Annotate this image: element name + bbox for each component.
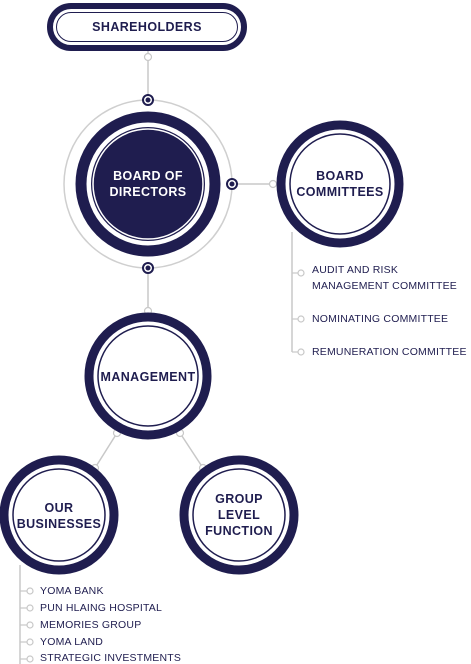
connector-node xyxy=(268,179,278,189)
list-item: YOMA BANK xyxy=(40,585,104,597)
list-item: MEMORIES GROUP xyxy=(40,619,142,631)
list-item: REMUNERATION COMMITTEE xyxy=(312,346,467,358)
list-bullet xyxy=(297,348,305,356)
shareholders-box: SHAREHOLDERS xyxy=(47,3,247,51)
board-line-1: BOARD OF xyxy=(113,169,183,183)
list-item: YOMA LAND xyxy=(40,636,104,648)
group-level-function-circle xyxy=(179,455,299,575)
group-level-function-node: GROUP LEVEL FUNCTION xyxy=(189,490,289,540)
board-committees-node: BOARD COMMITTEES xyxy=(285,160,395,208)
connector-node xyxy=(143,52,153,62)
committees-line-1: BOARD xyxy=(316,169,364,183)
management-node: MANAGEMENT xyxy=(93,366,203,388)
connector-dot xyxy=(145,265,151,271)
group-line-3: FUNCTION xyxy=(205,524,273,538)
list-bullet xyxy=(297,315,305,323)
board-of-directors-node: BOARD OF DIRECTORS xyxy=(88,160,208,208)
list-item: PUN HLAING HOSPITAL xyxy=(40,602,163,614)
list-item: AUDIT AND RISK xyxy=(312,264,399,276)
list-item: STRATEGIC INVESTMENTS xyxy=(40,652,182,664)
board-line-2: DIRECTORS xyxy=(109,185,187,199)
connector-management-businesses xyxy=(94,432,118,469)
board-committees-circle xyxy=(276,120,404,248)
our-businesses-node: OUR BUSINESSES xyxy=(9,499,109,533)
businesses-line-1: OUR xyxy=(44,501,74,515)
management-label: MANAGEMENT xyxy=(100,370,196,384)
list-item: MANAGEMENT COMMITTEE xyxy=(312,280,457,292)
connector-dot xyxy=(145,97,151,103)
our-businesses-circle xyxy=(0,455,119,575)
shareholders-label: SHAREHOLDERS xyxy=(92,20,202,34)
group-line-2: LEVEL xyxy=(217,508,261,522)
group-line-1: GROUP xyxy=(215,492,263,506)
list-item: NOMINATING COMMITTEE xyxy=(312,313,449,325)
board-of-directors-circle xyxy=(75,111,221,257)
businesses-line-2: BUSINESSES xyxy=(16,517,102,531)
committees-line-2: COMMITTEES xyxy=(296,185,384,199)
list-bullet xyxy=(297,269,305,277)
connector-management-group xyxy=(179,432,204,469)
management-circle xyxy=(84,312,212,440)
connector-dot xyxy=(229,181,235,187)
